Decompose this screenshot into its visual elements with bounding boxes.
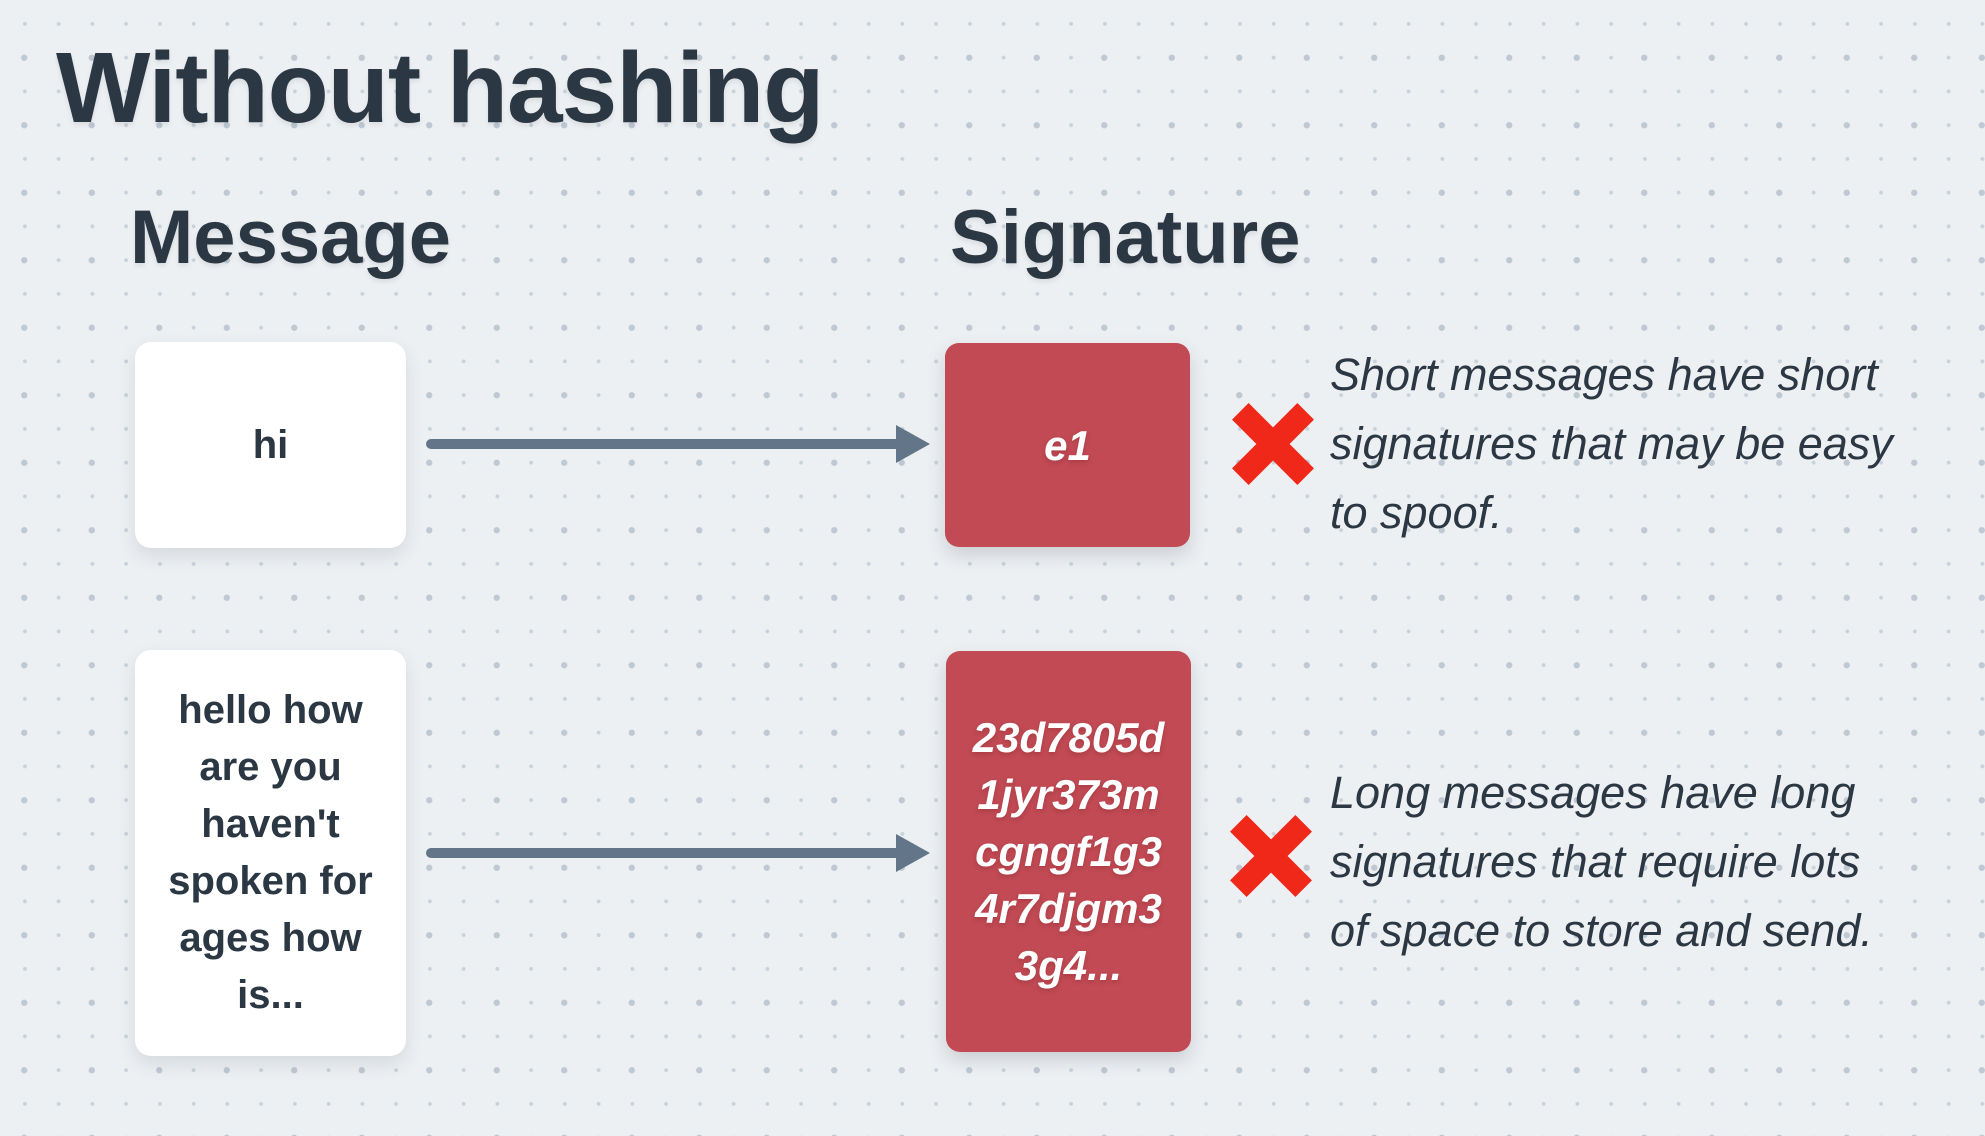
message-box-short: hi xyxy=(135,342,406,548)
arrow-right-icon xyxy=(426,834,930,872)
note-long-messages: Long messages have long signatures that … xyxy=(1330,767,1873,956)
page-title: Without hashing xyxy=(56,32,824,144)
column-header-signature: Signature xyxy=(950,195,1301,280)
signature-box-short: e1 xyxy=(945,343,1190,547)
message-box-long: hello how are you haven't spoken for age… xyxy=(135,650,406,1056)
column-header-message: Message xyxy=(130,195,452,280)
signature-text-long: 23d7805d 1jyr373m cgngf1g3 4r7djgm3 3g4.… xyxy=(972,714,1165,989)
signature-text-short: e1 xyxy=(1044,421,1091,469)
x-mark-icon xyxy=(1232,403,1314,485)
signature-box-long: 23d7805d 1jyr373m cgngf1g3 4r7djgm3 3g4.… xyxy=(946,651,1191,1052)
arrow-right-icon xyxy=(426,425,930,463)
message-text-short: hi xyxy=(252,422,289,467)
note-short-messages: Short messages have short signatures tha… xyxy=(1330,349,1893,538)
message-text-long: hello how are you haven't spoken for age… xyxy=(168,688,373,1017)
x-mark-icon xyxy=(1230,815,1312,897)
